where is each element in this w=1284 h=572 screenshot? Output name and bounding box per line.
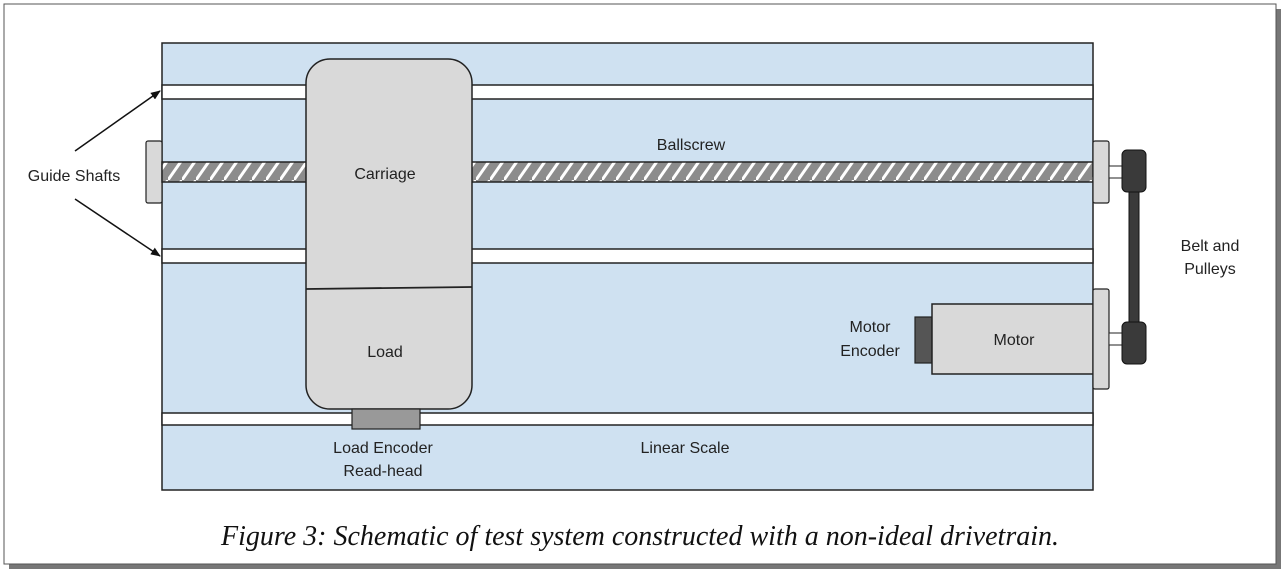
guide-shaft-top — [161, 84, 1094, 100]
ballscrew-stub-shaft — [1108, 165, 1124, 179]
load-encoder-label-line1: Load Encoder — [333, 440, 433, 457]
load-encoder-label-line2: Read-head — [343, 463, 422, 480]
carriage-label: Carriage — [354, 166, 415, 183]
motor-encoder-label-line2: Encoder — [840, 343, 900, 360]
motor-label: Motor — [994, 332, 1036, 349]
guide-shafts-arrow-top — [74, 90, 161, 152]
belt-and-pulleys-label-line1: Belt and — [1181, 238, 1240, 255]
motor-body — [931, 303, 1094, 375]
motor-flange — [1092, 288, 1110, 390]
guide-shaft-bottom — [161, 248, 1094, 264]
ballscrew-shaft — [161, 161, 1094, 183]
linear-scale-label: Linear Scale — [641, 440, 730, 457]
motor-stub-shaft — [1108, 332, 1124, 346]
motor-encoder-label-line1: Motor — [850, 319, 892, 336]
lower-pulley — [1121, 321, 1147, 365]
carriage-load-divider — [305, 286, 473, 290]
linear-scale — [161, 412, 1094, 426]
guide-shafts-arrow-bottom — [74, 198, 161, 257]
upper-pulley — [1121, 149, 1147, 193]
load-encoder-read-head — [351, 408, 421, 430]
ballscrew-left-bearing — [145, 140, 163, 204]
load-label: Load — [367, 344, 403, 361]
motor-encoder — [914, 316, 933, 364]
ballscrew-label: Ballscrew — [657, 137, 726, 154]
belt-and-pulleys-label-line2: Pulleys — [1184, 261, 1236, 278]
figure-caption: Figure 3: Schematic of test system const… — [220, 521, 1059, 552]
guide-shafts-label: Guide Shafts — [28, 168, 121, 185]
ballscrew-right-bearing — [1092, 140, 1110, 204]
